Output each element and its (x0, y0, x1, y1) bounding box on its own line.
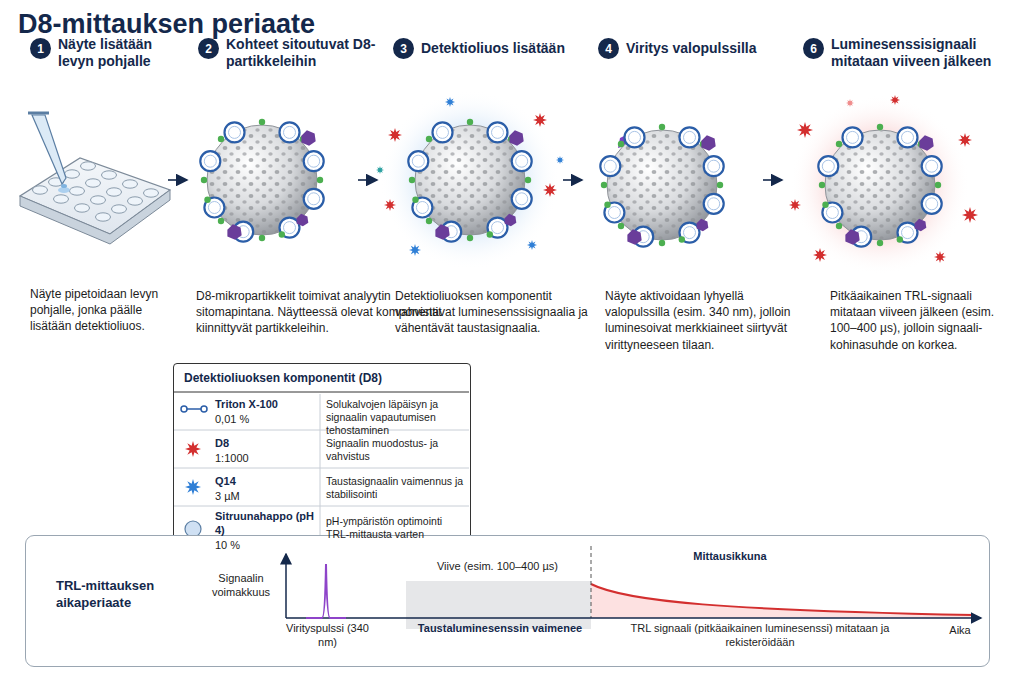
timing-chart (26, 536, 988, 665)
component-amount: 10 % (215, 539, 319, 553)
step-heading: Luminesenssisignaali mitataan viiveen jä… (831, 36, 1006, 70)
component-name: D8 (215, 437, 317, 451)
step-text: Näyte aktivoidaan lyhyellä valopulssilla… (605, 288, 800, 353)
step-text: Näyte pipetoidaan levyn pohjalle, jonka … (30, 286, 170, 335)
step-text: Pitkäaikainen TRL-signaali mitataan viiv… (830, 288, 1015, 353)
step-number: 2 (198, 38, 219, 59)
component-role: Signaalin muodostus- ja vahvistus (326, 437, 466, 463)
step-heading: Näyte lisätään levyn pohjalle (58, 36, 178, 70)
callout-number: 1 (37, 42, 44, 56)
step-heading: Viritys valopulssilla (626, 40, 796, 57)
table-heading: Detektioliuoksen komponentit (D8) (174, 364, 470, 392)
signal-label: TRL signaali (pitkäaikainen luminesenssi… (600, 622, 920, 650)
step-heading: Kohteet sitoutuvat D8-partikkeleihin (226, 36, 391, 70)
window-label: Mittausikkuna (650, 550, 810, 564)
component-role: Taustasignaalin vaimennus ja stabilisoin… (326, 475, 466, 501)
callout-number: 3 (400, 42, 407, 56)
component-role: pH-ympäristön optimointi TRL-mittausta v… (326, 515, 466, 541)
component-amount: 1:1000 (215, 452, 317, 466)
component-role: Solukalvojen läpäisyn ja signaalin vapau… (326, 398, 466, 437)
timing-panel: TRL-mittauksen aikaperiaate (25, 535, 990, 667)
well-plate (20, 158, 170, 244)
axis-label: Signaalin voimakkuus (205, 572, 277, 600)
pipette (28, 113, 67, 188)
component-amount: 3 µM (215, 490, 317, 504)
callout-number: 2 (205, 42, 212, 56)
pulse-label: Virityspulssi (340 nm) (280, 622, 375, 650)
background-label: Taustaluminesenssin vaimenee (405, 622, 595, 636)
step-heading: Detektioliuos lisätään (421, 40, 601, 57)
component-name: Sitruunahappo (pH 4) (215, 510, 319, 538)
component-name: Triton X-100 (215, 398, 317, 412)
step-number: 1 (30, 38, 51, 59)
title: D8-mittauksen periaate (18, 10, 315, 40)
delay-label: Viive (esim. 100–400 µs) (405, 560, 590, 574)
callout-number: 4 (605, 42, 612, 56)
component-name: Q14 (215, 475, 317, 489)
step-number: 6 (803, 38, 824, 59)
callout-number: 6 (810, 42, 817, 56)
panel-heading: TRL-mittauksen aikaperiaate (56, 578, 186, 612)
step-number: 3 (393, 38, 414, 59)
component-amount: 0,01 % (215, 413, 317, 427)
step-number: 4 (598, 38, 619, 59)
step-text: Detektioliuoksen komponentit vahvistavat… (395, 288, 595, 337)
axis-label: Aika (940, 624, 980, 638)
